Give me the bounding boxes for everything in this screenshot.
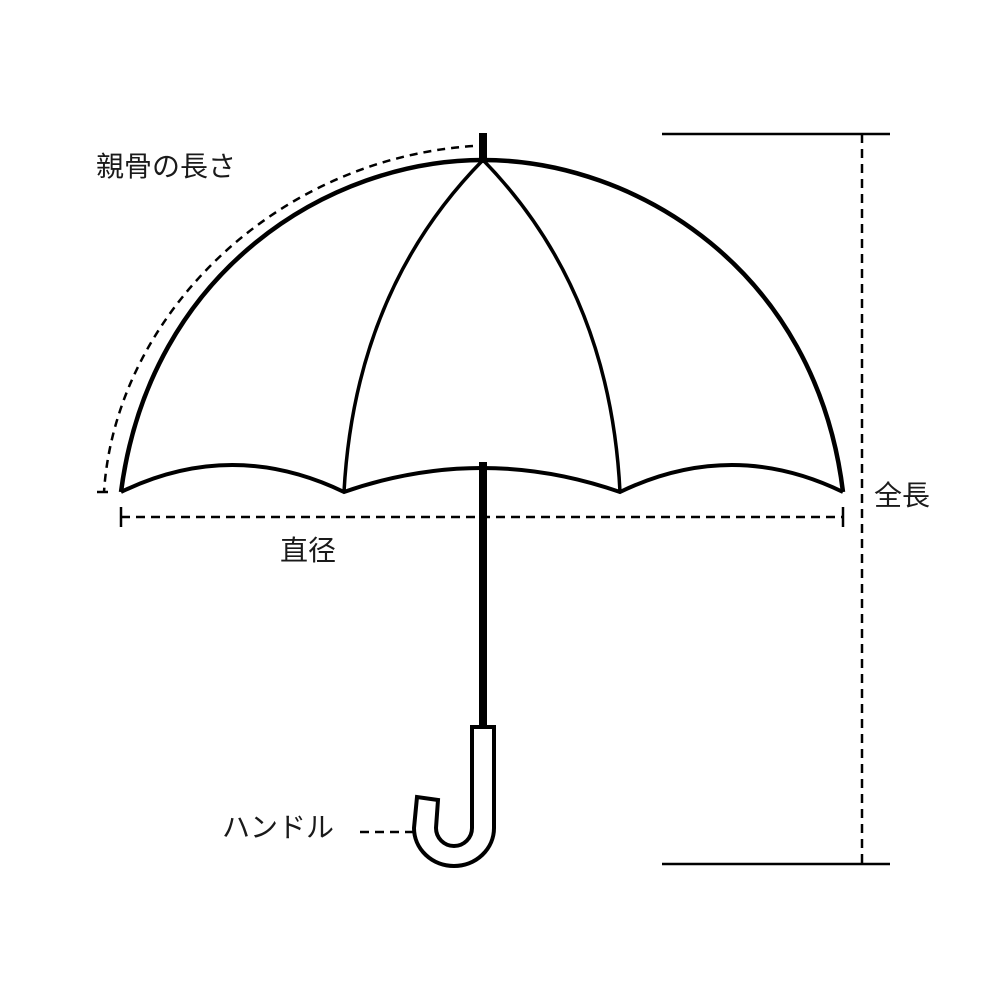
total-length-label: 全長 (874, 479, 931, 512)
umbrella-tip (479, 133, 487, 163)
rib-length-label: 親骨の長さ (96, 150, 237, 183)
canopy-rib-left (342, 158, 485, 493)
diameter-label: 直径 (280, 534, 337, 567)
canopy-hem (120, 463, 844, 495)
handle-label: ハンドル (222, 811, 335, 844)
canopy-outline (118, 157, 846, 493)
canopy-rib-right (481, 158, 622, 493)
rib-length-dimension (102, 144, 474, 493)
handle-shape (411, 725, 496, 868)
umbrella-shaft (479, 462, 487, 728)
